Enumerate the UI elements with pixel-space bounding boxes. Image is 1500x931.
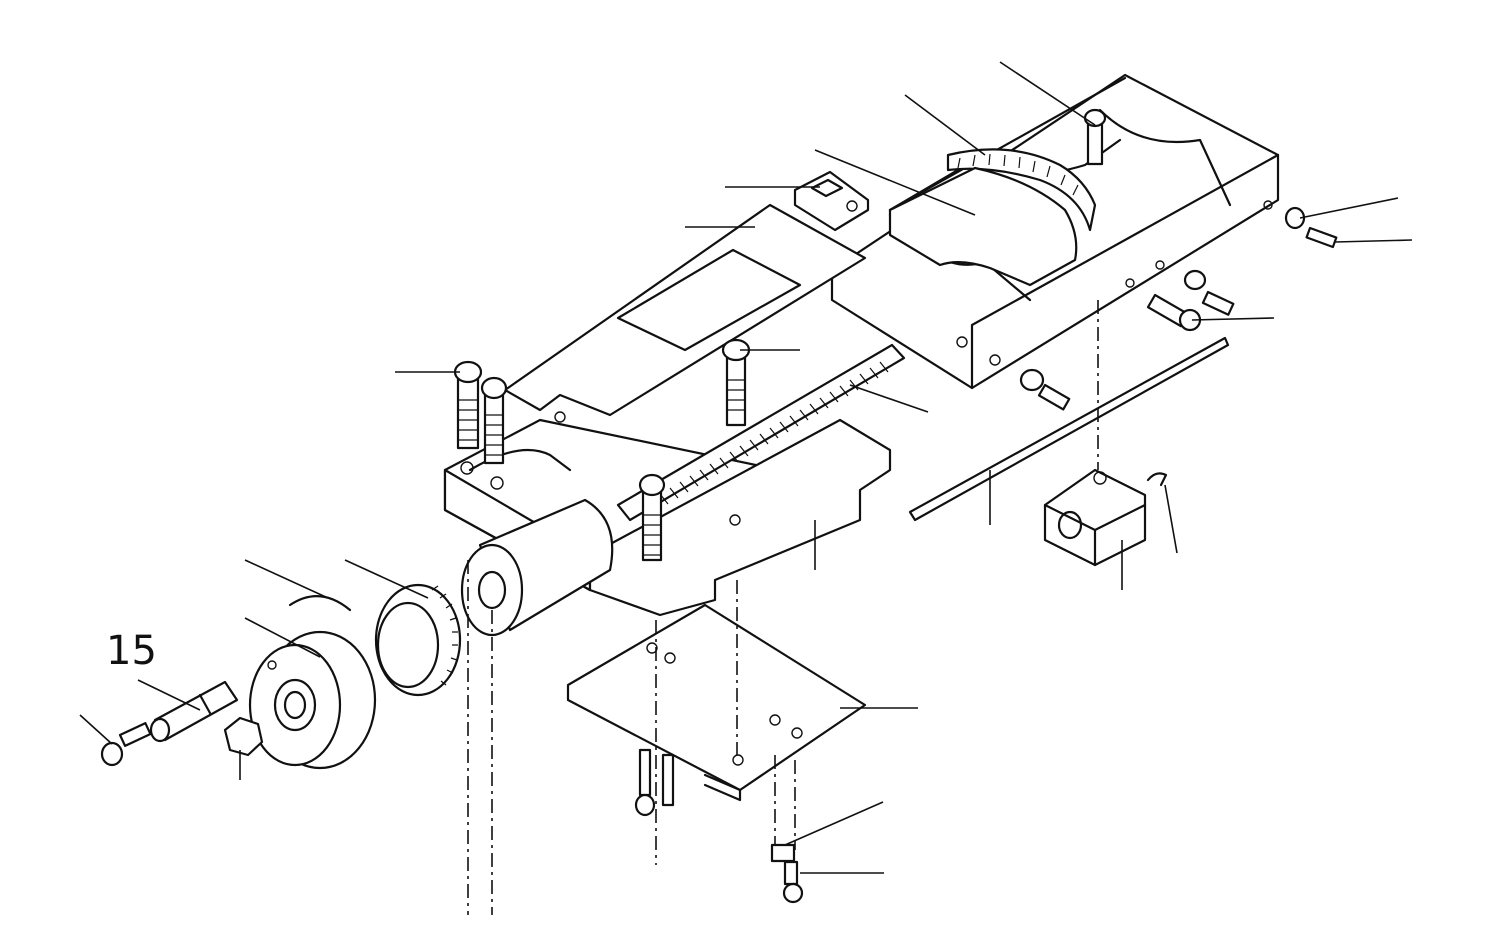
bottom-screws	[634, 748, 804, 904]
cover-plate	[503, 203, 867, 417]
handle-screw	[100, 722, 152, 767]
side-screws	[1019, 206, 1338, 411]
hex-nut	[223, 716, 264, 757]
lead-screw-nut	[1043, 468, 1168, 567]
cap-screws	[453, 108, 1107, 562]
gib-key	[793, 170, 870, 232]
lead-screw	[616, 343, 906, 522]
swivel-plate	[888, 166, 1078, 287]
base-plate	[566, 603, 867, 802]
degree-scale-segment	[946, 148, 1097, 232]
leader-lines	[79, 61, 1413, 874]
handle-pin	[149, 680, 239, 743]
center-lines	[467, 300, 1099, 915]
part-number-15: 15	[106, 628, 157, 674]
dial-ring	[374, 583, 462, 697]
screw-bushing	[460, 498, 614, 637]
handwheel	[248, 595, 377, 770]
